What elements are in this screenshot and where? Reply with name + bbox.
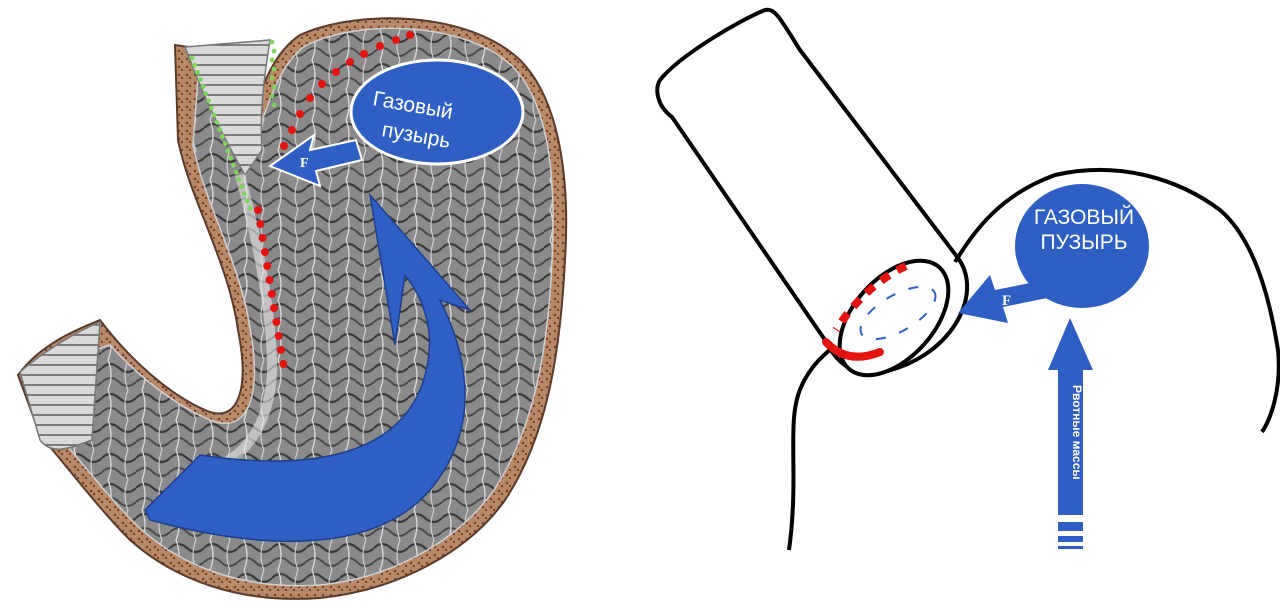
green-marker-dot (217, 127, 222, 132)
red-marker-dot (277, 346, 285, 354)
green-marker-dot (214, 120, 219, 125)
red-marker-dot (261, 248, 269, 256)
green-marker-dot (212, 113, 217, 118)
green-marker-dot (248, 206, 253, 211)
green-marker-dot (203, 91, 208, 96)
vomit-arrow-up: Рвотные массы (1048, 318, 1093, 549)
gas-bubble-right-line1: ГАЗОВЫЙ (1034, 205, 1134, 229)
green-marker-dot (206, 98, 211, 103)
vomit-label-part2: массы (1070, 441, 1084, 480)
red-marker-dot (263, 262, 271, 270)
green-marker-dot (234, 170, 239, 175)
red-marker-dot (270, 304, 278, 312)
green-marker-dot (272, 85, 277, 90)
schematic: ГАЗОВЫЙ ПУЗЫРЬ F Рвотные массы (657, 10, 1278, 550)
green-marker-dot (201, 84, 206, 89)
red-marker-dot (332, 68, 340, 76)
green-marker-dot (192, 63, 197, 68)
green-marker-dot (226, 148, 231, 153)
red-marker-dot (288, 126, 296, 134)
green-marker-dot (220, 134, 225, 139)
green-marker-dot (272, 67, 277, 72)
gas-bubble-right-line2: ПУЗЫРЬ (1040, 231, 1127, 254)
force-label-left: F (300, 156, 309, 171)
red-marker-dot (259, 234, 267, 242)
red-marker-dot (318, 80, 326, 88)
red-marker-dot (280, 142, 288, 150)
red-marker-dot (296, 110, 304, 118)
red-marker-dot (256, 220, 264, 228)
red-marker-dot (266, 276, 274, 284)
vomit-label: Рвотные массы (1070, 385, 1084, 480)
stomach-outline (789, 348, 832, 550)
green-marker-dot (270, 40, 275, 45)
red-marker-dot (275, 332, 283, 340)
green-marker-dot (223, 141, 228, 146)
red-marker-dot (392, 36, 400, 44)
red-marker-dot (306, 94, 314, 102)
red-marker-dot (376, 42, 384, 50)
green-marker-dot (195, 70, 200, 75)
red-marker-dot (346, 58, 354, 66)
force-label-right: F (1002, 293, 1011, 309)
green-marker-dot (270, 58, 275, 63)
red-marker-dot (279, 360, 287, 368)
vomit-label-part1: Рвотные (1070, 385, 1084, 441)
gas-bubble-left: Газовый пузырь (351, 60, 523, 164)
green-marker-dot (245, 198, 250, 203)
green-marker-dot (239, 184, 244, 189)
green-marker-dot (228, 156, 233, 161)
green-marker-dot (190, 56, 195, 61)
green-marker-dot (198, 77, 203, 82)
green-marker-dot (242, 191, 247, 196)
green-marker-dot (237, 177, 242, 182)
green-marker-dot (209, 106, 214, 111)
green-marker-dot (270, 76, 275, 81)
green-marker-dot (272, 49, 277, 54)
green-marker-dot (231, 163, 236, 168)
red-marker-dot (268, 290, 276, 298)
red-marker-dot (360, 50, 368, 58)
red-marker-dot (254, 206, 262, 214)
green-marker-dot (270, 94, 275, 99)
red-marker-dot (272, 318, 280, 326)
green-marker-dot (272, 103, 277, 108)
red-marker-dot (406, 31, 414, 39)
